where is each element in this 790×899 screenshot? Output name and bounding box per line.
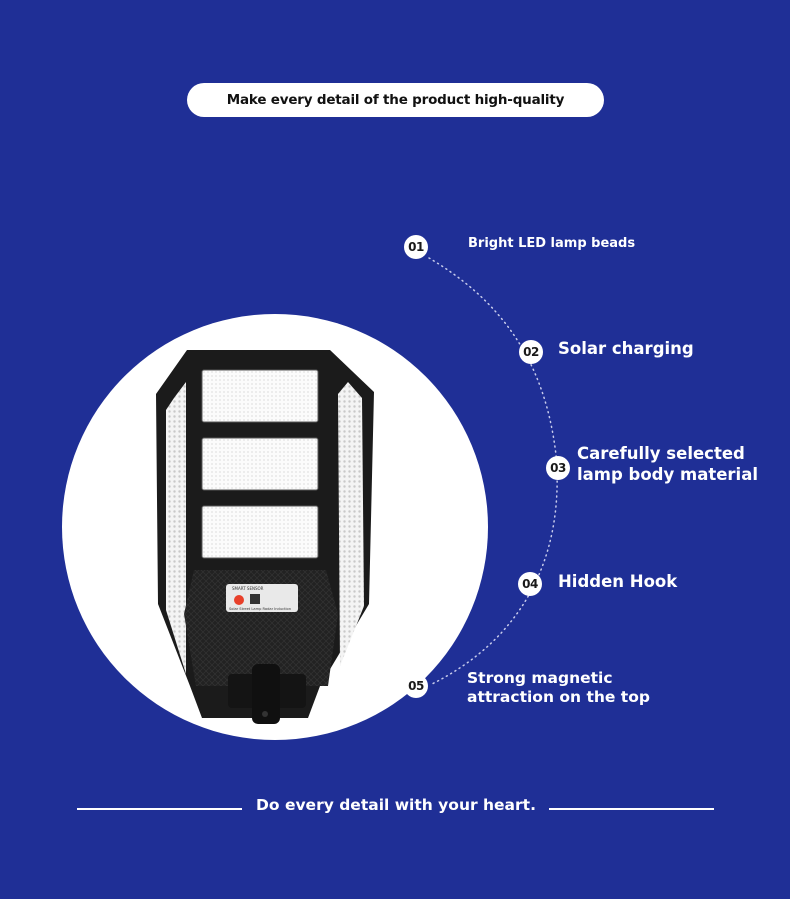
- headline-text: Make every detail of the product high-qu…: [226, 92, 565, 108]
- footer-tagline: Do every detail with your heart.: [256, 796, 536, 814]
- feature-label-solar-charging: Solar charging: [558, 339, 694, 358]
- feature-number-01: 01: [404, 235, 428, 259]
- footer-divider-right: [549, 808, 714, 810]
- product-image-circle: SMART SENSOR Solar Street Lamp Radar Ind…: [62, 314, 488, 740]
- feature-number-02: 02: [519, 340, 543, 364]
- street-lamp-illustration: SMART SENSOR Solar Street Lamp Radar Ind…: [156, 350, 374, 724]
- feature-number-05: 05: [404, 674, 428, 698]
- feature-label-body-material: Carefully selected lamp body material: [577, 444, 758, 484]
- sensor-panel-caption: Solar Street Lamp Radar Induction: [229, 607, 291, 611]
- feature-label-hidden-hook: Hidden Hook: [558, 572, 678, 591]
- feature-number-03: 03: [546, 456, 570, 480]
- feature-label-led-beads: Bright LED lamp beads: [468, 236, 636, 251]
- feature-number-04: 04: [518, 572, 542, 596]
- footer-divider-left: [77, 808, 242, 810]
- sensor-panel-label: SMART SENSOR: [232, 586, 264, 591]
- headline-banner: Make every detail of the product high-qu…: [187, 83, 604, 117]
- feature-label-magnetic-top: Strong magnetic attraction on the top: [467, 669, 650, 707]
